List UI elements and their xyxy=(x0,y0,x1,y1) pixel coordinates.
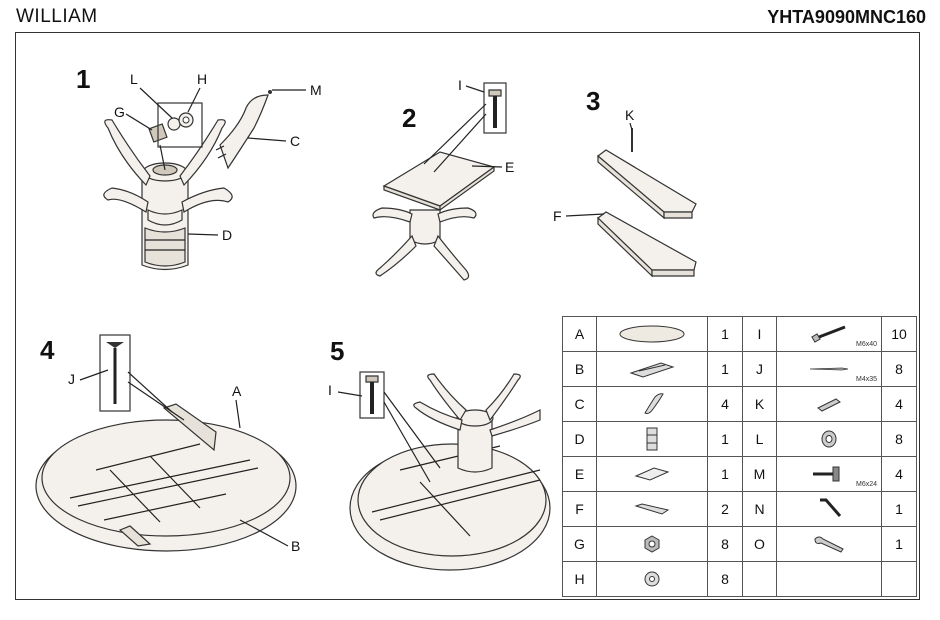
leg-icon xyxy=(596,386,708,422)
part-qty: 1 xyxy=(707,421,743,457)
part-qty: 4 xyxy=(881,456,917,492)
pedestal-icon xyxy=(596,421,708,457)
table-row: B 1 J M4x35 8 xyxy=(562,351,917,387)
part-qty: 1 xyxy=(707,316,743,352)
table-row: F 2 N 1 xyxy=(562,491,917,527)
product-code: YHTA9090MNC160 xyxy=(767,7,926,27)
wrench-icon xyxy=(776,526,882,562)
step-1: 1 xyxy=(76,64,322,271)
empty-cell xyxy=(742,561,777,597)
step-4: 4 J A B xyxy=(35,334,300,554)
part-qty: 1 xyxy=(707,456,743,492)
part-letter: O xyxy=(742,526,777,562)
part-letter: J xyxy=(742,351,777,387)
part-qty: 1 xyxy=(881,526,917,562)
oval-tabletop-icon xyxy=(596,316,708,352)
instruction-frame xyxy=(15,32,920,600)
step-3: 3 K F xyxy=(553,86,697,278)
step-2: 2 I E xyxy=(372,77,514,281)
label-b: B xyxy=(291,538,300,554)
dowel-icon xyxy=(776,386,882,422)
part-qty: 10 xyxy=(881,316,917,352)
part-letter: K xyxy=(742,386,777,422)
part-letter: B xyxy=(562,351,597,387)
step-5-number: 5 xyxy=(330,336,344,366)
pedestal-part-d xyxy=(103,119,233,271)
table-row: E 1 M M6x24 4 xyxy=(562,456,917,492)
apron-icon xyxy=(596,491,708,527)
part-qty: 4 xyxy=(881,386,917,422)
screw-icon: M4x35 xyxy=(776,351,882,387)
plate-icon xyxy=(596,456,708,492)
table-row: C 4 K 4 xyxy=(562,386,917,422)
step-5: 5 I xyxy=(328,336,551,571)
label-l: L xyxy=(130,71,138,87)
nut-icon xyxy=(596,526,708,562)
part-qty: 2 xyxy=(707,491,743,527)
part-letter: D xyxy=(562,421,597,457)
step-1-number: 1 xyxy=(76,64,90,94)
label-k: K xyxy=(625,107,635,123)
label-e: E xyxy=(505,159,514,175)
part-letter: M xyxy=(742,456,777,492)
part-letter: I xyxy=(742,316,777,352)
washer-icon xyxy=(596,561,708,597)
label-m: M xyxy=(310,82,322,98)
label-h: H xyxy=(197,71,207,87)
part-qty: 8 xyxy=(707,561,743,597)
label-i-step5: I xyxy=(328,382,332,398)
table-row: A 1 I M6x40 10 xyxy=(562,316,917,352)
allen-key-icon xyxy=(776,491,882,527)
label-c: C xyxy=(290,133,300,149)
label-d: D xyxy=(222,227,232,243)
part-letter: C xyxy=(562,386,597,422)
table-row: D 1 L 8 xyxy=(562,421,917,457)
empty-cell xyxy=(881,561,917,597)
part-letter: G xyxy=(562,526,597,562)
table-row: H 8 xyxy=(562,561,917,597)
label-g: G xyxy=(114,104,125,120)
step-3-number: 3 xyxy=(586,86,600,116)
part-qty: 8 xyxy=(707,526,743,562)
label-j: J xyxy=(68,371,75,387)
part-qty: 4 xyxy=(707,386,743,422)
table-row: G 8 O 1 xyxy=(562,526,917,562)
leg-part-c xyxy=(215,90,272,170)
empty-cell xyxy=(776,561,882,597)
part-qty: 1 xyxy=(707,351,743,387)
frame-icon xyxy=(596,351,708,387)
step-2-number: 2 xyxy=(402,103,416,133)
label-i-step2: I xyxy=(458,77,462,93)
model-name: WILLIAM xyxy=(16,6,98,27)
part-letter: N xyxy=(742,491,777,527)
hardware-g-l-h xyxy=(148,102,203,171)
part-letter: F xyxy=(562,491,597,527)
bolt-icon: M6x40 xyxy=(776,316,882,352)
spring-washer-icon xyxy=(776,421,882,457)
part-qty: 8 xyxy=(881,351,917,387)
step-4-number: 4 xyxy=(40,335,55,365)
label-a: A xyxy=(232,383,242,399)
part-letter: E xyxy=(562,456,597,492)
hanger-bolt-icon: M6x24 xyxy=(776,456,882,492)
part-qty: 8 xyxy=(881,421,917,457)
part-letter: A xyxy=(562,316,597,352)
part-qty: 1 xyxy=(881,491,917,527)
label-f: F xyxy=(553,208,562,224)
part-letter: L xyxy=(742,421,777,457)
parts-table: A 1 I M6x40 10 B 1 J M4x35 8 C 4 K xyxy=(562,316,917,597)
part-letter: H xyxy=(562,561,597,597)
